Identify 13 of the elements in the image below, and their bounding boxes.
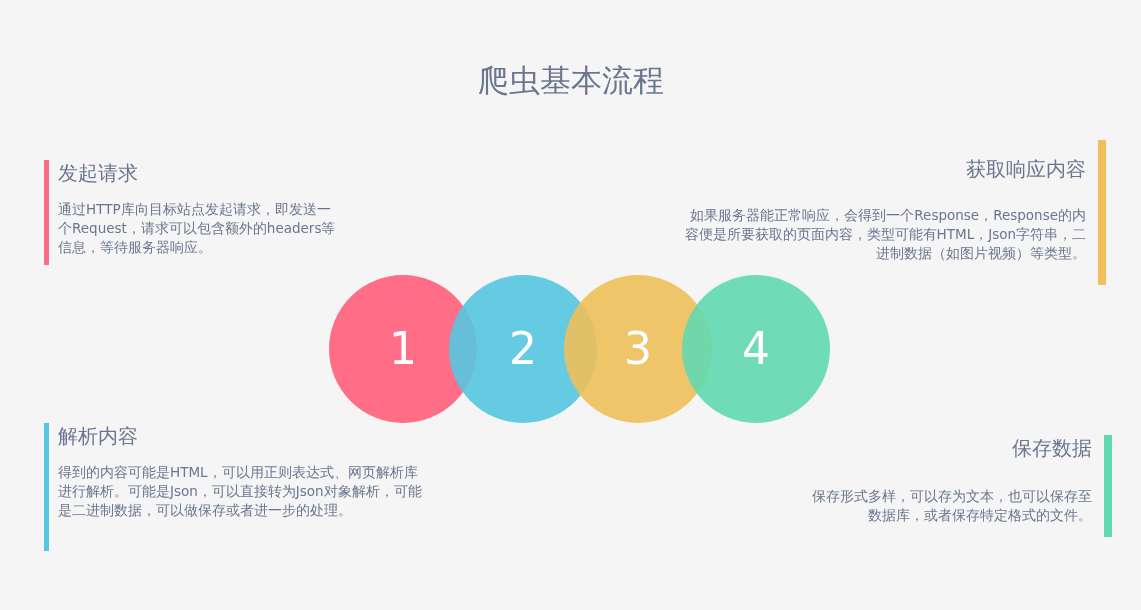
- step-description: 得到的内容可能是HTML，可以用正则表达式、网页解析库进行解析。可能是Json，可以直接转为Json对象解析，可能是二进制数据，可以做保存或者进一步的处理。: [58, 463, 423, 520]
- step-heading: 保存数据: [1011, 435, 1092, 461]
- step-description: 通过HTTP库向目标站点发起请求，即发送一个Request，请求可以包含额外的headers等信息，等待服务器响应。: [58, 200, 337, 257]
- diagram-title: 爬虫基本流程: [476, 61, 665, 100]
- step-heading: 发起请求: [58, 160, 139, 186]
- step-description: 如果服务器能正常响应，会得到一个Response，Response的内容便是所要获取的页面内容，类型可能有HTML，Json字符串，二进制数据（如图片视频）等类型。: [683, 206, 1086, 263]
- step-number: 1: [389, 324, 417, 374]
- step-number: 4: [742, 324, 770, 374]
- step-heading: 解析内容: [58, 423, 139, 449]
- step-heading: 获取响应内容: [965, 156, 1086, 182]
- step-number: 2: [509, 324, 537, 374]
- step-number: 3: [624, 324, 652, 374]
- step-description: 保存形式多样，可以存为文本，也可以保存至数据库，或者保存特定格式的文件。: [811, 487, 1092, 525]
